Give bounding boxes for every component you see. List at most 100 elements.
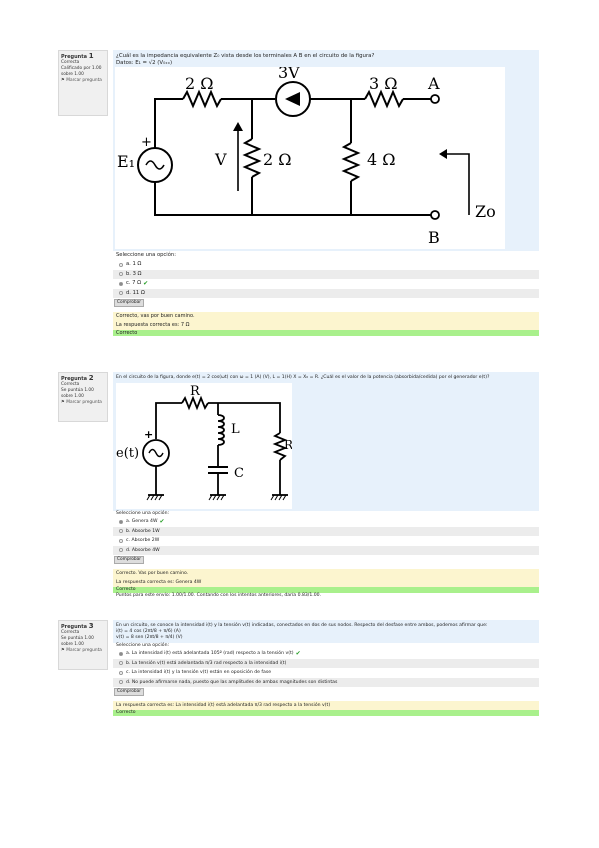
source-plus: + [141, 135, 152, 150]
e1-label: E₁ [117, 152, 135, 171]
question-status: Correcta [61, 382, 80, 387]
result-bar: Correcto [113, 710, 539, 716]
radio-button[interactable] [119, 291, 123, 296]
question-3: Pregunta 3 Correcta Se puntúa 1.00 sobre… [58, 620, 539, 730]
question-text: En el circuito de la figura, donde e(t) … [116, 375, 490, 380]
radio-button[interactable] [119, 262, 123, 267]
terminal-b [430, 210, 440, 220]
question-number: Pregunta 2 [61, 374, 94, 383]
flag-icon: ⚑ [61, 400, 65, 405]
question-text-area: En un circuito, se conoce la intensidad … [113, 620, 539, 643]
question-text: ¿Cuál es la impedancia equivalente Z₀ vi… [116, 53, 375, 59]
option-d[interactable]: d. 11 Ω [113, 288, 539, 298]
radio-button[interactable] [119, 538, 123, 543]
check-button[interactable]: Comprobar [114, 556, 144, 564]
wire [154, 98, 183, 148]
radio-button[interactable] [119, 651, 123, 656]
question-content: ¿Cuál es la impedancia equivalente Z₀ vi… [113, 50, 539, 336]
question-score: Se puntúa 1.00 sobre 1.00 [61, 636, 94, 647]
question-info: Pregunta 3 Correcta Se puntúa 1.00 sobre… [58, 620, 108, 670]
option-a[interactable]: a. Genera 4W✔ [113, 517, 539, 527]
question-2: Pregunta 2 Correcta Se puntúa 1.00 sobre… [58, 372, 539, 608]
question-data: Datos: E₁ = √2 (V₀ₓₓ) [116, 60, 173, 66]
zo-arrow [445, 153, 470, 215]
c-label: C [234, 466, 244, 481]
question-content: En un circuito, se conoce la intensidad … [113, 620, 539, 716]
option-c[interactable]: c. Absorbe 2W [113, 536, 539, 546]
question-status: Correcta [61, 60, 80, 65]
circuit-diagram-2: + R L C R e(t) [116, 383, 292, 509]
radio-button[interactable] [119, 661, 123, 666]
zo-label: Zo [475, 202, 496, 221]
option-c[interactable]: c. La intensidad i(t) y la tensión v(t) … [113, 668, 539, 678]
wire [154, 182, 431, 216]
flag-question-button[interactable]: ⚑ Marcar pregunta [61, 78, 102, 83]
question-status: Correcta [61, 630, 80, 635]
question-text-area: ¿Cuál es la impedancia equivalente Z₀ vi… [113, 50, 539, 251]
resistor-r-right [272, 432, 288, 461]
radio-button[interactable] [119, 670, 123, 675]
question-number: Pregunta 3 [61, 622, 94, 631]
check-button[interactable]: Comprobar [114, 688, 144, 696]
source-label: 3V [278, 67, 300, 82]
r1-label: 2 Ω [185, 74, 214, 93]
r2-label: 3 Ω [369, 74, 398, 93]
option-d[interactable]: d. Absorbe 4W [113, 545, 539, 555]
radio-button[interactable] [119, 272, 123, 277]
option-c[interactable]: c. 7 Ω✔ [113, 279, 539, 289]
check-button[interactable]: Comprobar [114, 299, 144, 307]
equation-current: i(t) = 4 cos (2πt/8 + π/6) (A) [116, 629, 181, 634]
source-plus: + [144, 428, 153, 441]
correct-answer-text: La respuesta correcta es: 7 Ω [113, 321, 539, 330]
sine-wave [145, 160, 165, 170]
check-icon: ✔ [143, 280, 149, 288]
flag-question-button[interactable]: ⚑ Marcar pregunta [61, 400, 102, 405]
option-b[interactable]: b. La tensión v(t) está adelantada π/3 r… [113, 658, 539, 668]
v-label: V [214, 150, 227, 169]
r-top-label: R [190, 384, 201, 399]
radio-button[interactable] [119, 281, 123, 286]
select-prompt: Seleccione una opción: [116, 511, 170, 516]
r4-label: 4 Ω [367, 150, 396, 169]
option-a[interactable]: a. 1 Ω [113, 260, 539, 270]
question-1: Pregunta 1 Correcta Calificado por 1.00 … [58, 50, 539, 360]
flag-question-button[interactable]: ⚑ Marcar pregunta [61, 648, 102, 653]
check-icon: ✔ [159, 518, 165, 526]
resistor-r-top [181, 395, 209, 411]
inductor-l [217, 414, 225, 446]
radio-button[interactable] [119, 548, 123, 553]
feedback-area: Correcto, vas por buen camino. La respue… [113, 312, 539, 336]
feedback-text: Correcto. Vas por buen camino. [113, 569, 539, 578]
r-right-label: R [284, 438, 292, 452]
radio-button[interactable] [119, 529, 123, 534]
zo-arrow-head [439, 149, 447, 159]
answer-area: Seleccione una opción: a. Genera 4W✔ b. … [113, 511, 539, 566]
wire [155, 402, 182, 439]
option-b[interactable]: b. Absorbe 1W [113, 526, 539, 536]
feedback-area: La respuesta correcta es: La intensidad … [113, 701, 539, 716]
option-a[interactable]: a. La intensidad i(t) está adelantada 10… [113, 649, 539, 659]
question-text: En un circuito, se conoce la intensidad … [116, 623, 488, 628]
l-label: L [231, 422, 240, 437]
radio-button[interactable] [119, 680, 123, 685]
option-d[interactable]: d. No puede afirmarse nada, puesto que l… [113, 677, 539, 687]
terminal-a [430, 94, 440, 104]
flag-icon: ⚑ [61, 78, 65, 83]
result-bar: Correcto [113, 587, 539, 593]
resistor-4ohm [341, 142, 361, 182]
circuit-diagram-1: + 2 Ω 3V 3 Ω A E₁ V 2 Ω 4 Ω Zo B [115, 67, 505, 249]
correct-answer-text: La respuesta correcta es: La intensidad … [113, 701, 539, 710]
voltage-arrow-head [233, 122, 243, 131]
answer-area: Seleccione una opción: a. 1 Ω b. 3 Ω c. … [113, 251, 539, 309]
question-score: Se puntúa 1.00 sobre 1.00 [61, 388, 94, 399]
select-prompt: Seleccione una opción: [116, 643, 170, 648]
question-info: Pregunta 1 Correcta Calificado por 1.00 … [58, 50, 108, 116]
question-content: En el circuito de la figura, donde e(t) … [113, 372, 539, 599]
r3-label: 2 Ω [263, 150, 292, 169]
question-text-area: En el circuito de la figura, donde e(t) … [113, 372, 539, 511]
radio-button[interactable] [119, 519, 123, 524]
ground-symbols [146, 494, 288, 501]
option-b[interactable]: b. 3 Ω [113, 269, 539, 279]
node-b-label: B [428, 228, 440, 247]
source-arrow-head [285, 92, 300, 106]
